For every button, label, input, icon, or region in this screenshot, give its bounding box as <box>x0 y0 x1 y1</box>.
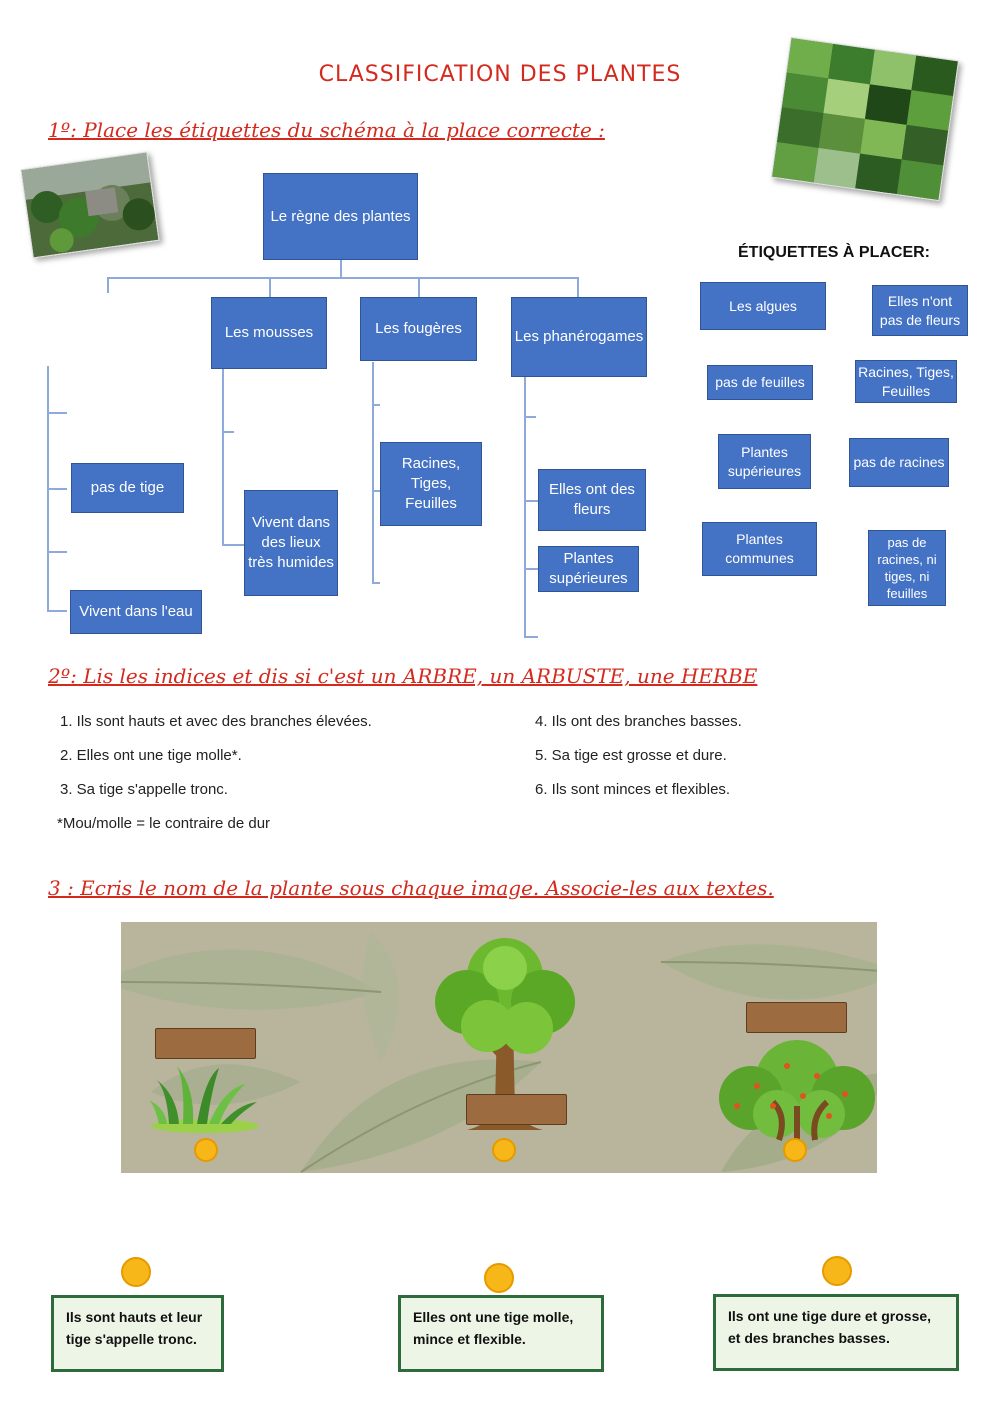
branch-phanerogams-box: Les phanérogames <box>511 297 647 377</box>
plants-scene <box>121 922 877 1173</box>
draggable-label[interactable]: Les algues <box>700 282 826 330</box>
description-text-3: Ils ont une tige dure et grosse, et des … <box>713 1294 959 1371</box>
answer-slot-bush[interactable] <box>746 1002 847 1033</box>
clue-4: 4. Ils ont des branches basses. <box>535 713 742 730</box>
clue-6: 6. Ils sont minces et flexibles. <box>535 781 731 798</box>
labels-title: ÉTIQUETTES À PLACER: <box>738 244 931 261</box>
draggable-label[interactable]: pas de feuilles <box>707 365 813 400</box>
draggable-label[interactable]: Racines, Tiges, Feuilles <box>855 360 957 403</box>
placed-label-box[interactable]: Racines, Tiges, Feuilles <box>380 442 482 526</box>
draggable-label[interactable]: pas de racines, ni tiges, ni feuilles <box>868 530 946 606</box>
tree-root-box: Le règne des plantes <box>263 173 418 260</box>
match-dot-grass[interactable] <box>194 1138 218 1162</box>
plants-photo-right <box>770 36 960 202</box>
branch-mosses-box: Les mousses <box>211 297 327 369</box>
description-text-2: Elles ont une tige molle, mince et flexi… <box>398 1295 604 1372</box>
match-dot-bush[interactable] <box>783 1138 807 1162</box>
clue-3: 3. Sa tige s'appelle tronc. <box>60 781 228 798</box>
description-text-1: Ils sont hauts et leur tige s'appelle tr… <box>51 1295 224 1372</box>
branch-ferns-box: Les fougères <box>360 297 477 361</box>
page-title: CLASSIFICATION DES PLANTES <box>318 62 682 87</box>
section2-heading: 2º: Lis les indices et dis si c'est un A… <box>48 664 758 688</box>
clue-2: 2. Elles ont une tige molle*. <box>60 747 242 764</box>
draggable-label[interactable]: pas de racines <box>849 438 949 487</box>
placed-label-box[interactable]: pas de tige <box>71 463 184 513</box>
bush-icon <box>719 1040 875 1141</box>
tree-icon <box>435 938 575 1130</box>
draggable-label[interactable]: Plantes communes <box>702 522 817 576</box>
clue-5: 5. Sa tige est grosse et dure. <box>535 747 727 764</box>
plants-photo-left <box>20 151 160 259</box>
placed-label-box[interactable]: Elles ont des fleurs <box>538 469 646 531</box>
answer-slot-tree[interactable] <box>466 1094 567 1125</box>
section3-heading: 3 : Ecris le nom de la plante sous chaqu… <box>48 876 774 900</box>
placed-label-box[interactable]: Vivent dans l'eau <box>70 590 202 634</box>
placed-label-box[interactable]: Plantes supérieures <box>538 546 639 592</box>
match-dot-text-2[interactable] <box>484 1263 514 1293</box>
clue-1: 1. Ils sont hauts et avec des branches é… <box>60 713 372 730</box>
match-dot-text-1[interactable] <box>121 1257 151 1287</box>
grass-icon <box>149 1066 259 1133</box>
match-dot-tree[interactable] <box>492 1138 516 1162</box>
section1-heading: 1º: Place les étiquettes du schéma à la … <box>48 118 605 142</box>
match-dot-text-3[interactable] <box>822 1256 852 1286</box>
draggable-label[interactable]: Elles n'ont pas de fleurs <box>872 285 968 336</box>
answer-slot-grass[interactable] <box>155 1028 256 1059</box>
draggable-label[interactable]: Plantes supérieures <box>718 434 811 489</box>
placed-label-box[interactable]: Vivent dans des lieux très humides <box>244 490 338 596</box>
clue-note: *Mou/molle = le contraire de dur <box>57 815 271 832</box>
